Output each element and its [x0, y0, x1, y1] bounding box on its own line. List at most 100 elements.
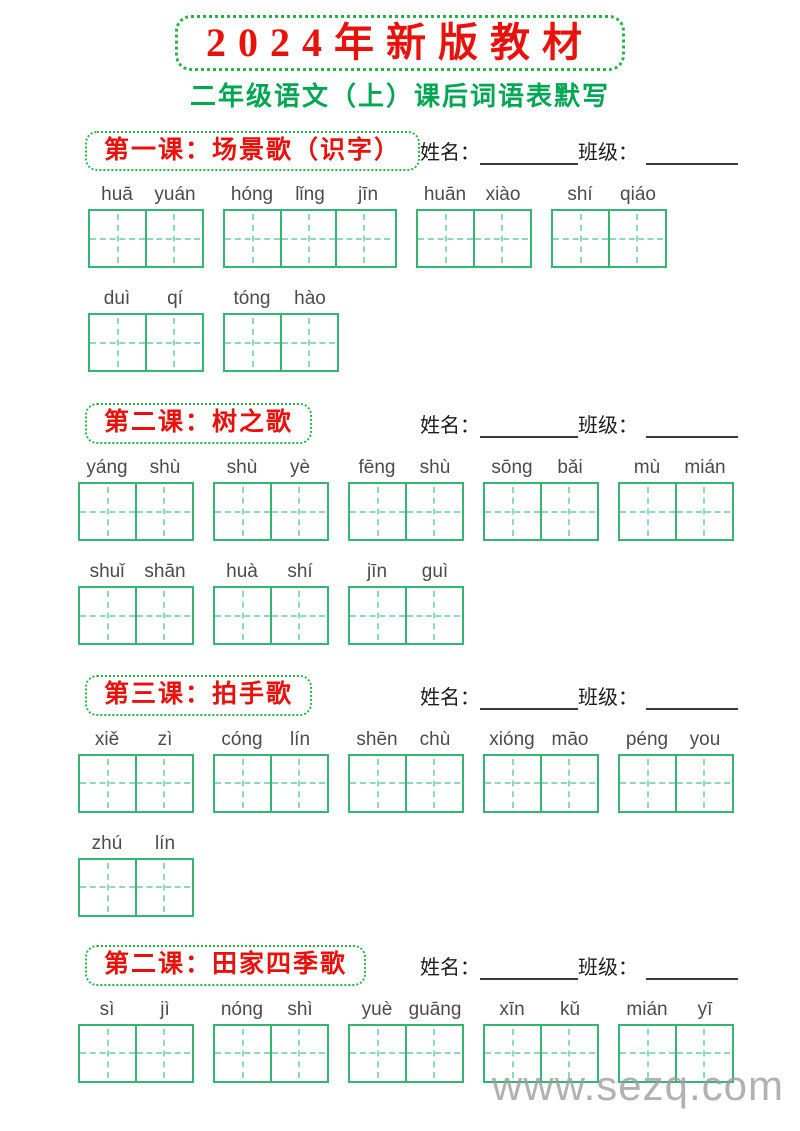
- writing-cell[interactable]: [145, 315, 200, 371]
- writing-cell[interactable]: [553, 211, 608, 266]
- writing-cell[interactable]: [90, 211, 145, 266]
- writing-grid: [483, 753, 599, 813]
- title-box: 2024年新版教材: [175, 15, 625, 71]
- writing-cell[interactable]: [135, 755, 190, 811]
- name-label: 姓名：: [420, 142, 481, 165]
- writing-cell[interactable]: [215, 1026, 270, 1081]
- class-blank[interactable]: [646, 416, 738, 439]
- writing-cell[interactable]: [80, 756, 135, 811]
- writing-cell[interactable]: [350, 588, 405, 643]
- writing-cell[interactable]: [270, 484, 325, 540]
- name-blank[interactable]: [480, 958, 578, 980]
- writing-cell[interactable]: [620, 756, 675, 811]
- watermark: www.sezq.com: [491, 1062, 784, 1109]
- writing-cell[interactable]: [405, 755, 460, 811]
- writing-cell[interactable]: [335, 211, 390, 267]
- pinyin-syllable: hào: [294, 288, 326, 310]
- writing-cell[interactable]: [350, 756, 405, 811]
- writing-cell[interactable]: [350, 484, 405, 539]
- pinyin-syllable: zì: [157, 728, 173, 750]
- pinyin-syllable: jīn: [366, 561, 388, 583]
- writing-cell[interactable]: [80, 860, 135, 915]
- writing-cell[interactable]: [215, 588, 270, 643]
- writing-cell[interactable]: [215, 756, 270, 811]
- writing-cell[interactable]: [405, 1025, 460, 1081]
- writing-cell[interactable]: [608, 211, 663, 267]
- class-blank[interactable]: [646, 958, 738, 980]
- writing-cell[interactable]: [620, 1026, 675, 1081]
- writing-cell[interactable]: [540, 484, 595, 540]
- writing-cell[interactable]: [405, 484, 460, 540]
- writing-grid: [618, 1023, 734, 1083]
- name-blank[interactable]: [480, 416, 578, 439]
- class-blank[interactable]: [646, 143, 739, 166]
- writing-cell[interactable]: [675, 1025, 730, 1081]
- class-label: 班级：: [578, 956, 638, 979]
- writing-cell[interactable]: [540, 755, 595, 811]
- name-blank[interactable]: [480, 143, 579, 166]
- writing-cell[interactable]: [135, 484, 190, 540]
- writing-cell[interactable]: [225, 315, 280, 370]
- writing-cell[interactable]: [225, 211, 280, 266]
- pinyin-syllable: shí: [567, 184, 593, 206]
- writing-grid: [223, 209, 397, 269]
- writing-cell[interactable]: [215, 484, 270, 539]
- writing-cell[interactable]: [675, 755, 730, 811]
- pinyin-syllable: guāng: [408, 998, 462, 1020]
- writing-cell[interactable]: [405, 588, 460, 644]
- pinyin-syllable: shù: [149, 457, 181, 479]
- writing-cell[interactable]: [135, 1025, 190, 1081]
- pinyin-syllable: lín: [154, 832, 176, 854]
- writing-cell[interactable]: [485, 484, 540, 539]
- writing-cell[interactable]: [350, 1026, 405, 1081]
- writing-cell[interactable]: [270, 588, 325, 644]
- class-blank[interactable]: [646, 688, 738, 710]
- pinyin-syllable: chù: [419, 728, 451, 750]
- writing-cell[interactable]: [80, 484, 135, 539]
- pinyin-syllable: qiáo: [620, 184, 656, 206]
- writing-cell[interactable]: [135, 859, 190, 915]
- writing-cell[interactable]: [280, 315, 335, 371]
- writing-cell[interactable]: [80, 1026, 135, 1081]
- writing-cell[interactable]: [270, 755, 325, 811]
- writing-cell[interactable]: [90, 315, 145, 370]
- writing-cell[interactable]: [473, 211, 528, 267]
- writing-cell[interactable]: [485, 1026, 540, 1081]
- writing-cell[interactable]: [675, 484, 730, 540]
- writing-cell[interactable]: [485, 756, 540, 811]
- writing-cell[interactable]: [620, 484, 675, 539]
- writing-cell[interactable]: [135, 588, 190, 644]
- pinyin-syllable: shuǐ: [89, 561, 125, 583]
- pinyin-syllable: yuán: [154, 184, 196, 206]
- writing-cell[interactable]: [270, 1025, 325, 1081]
- writing-cell[interactable]: [540, 1025, 595, 1081]
- writing-cell[interactable]: [280, 211, 335, 267]
- page-title: 2024年新版教材: [206, 20, 594, 65]
- writing-grid: [213, 586, 329, 646]
- name-blank[interactable]: [480, 688, 578, 710]
- writing-cell[interactable]: [418, 211, 473, 266]
- name-label: 姓名：: [420, 686, 480, 709]
- pinyin-syllable: yáng: [86, 457, 128, 479]
- writing-cell[interactable]: [80, 588, 135, 643]
- class-label: 班级：: [578, 686, 638, 709]
- writing-cell[interactable]: [145, 211, 200, 267]
